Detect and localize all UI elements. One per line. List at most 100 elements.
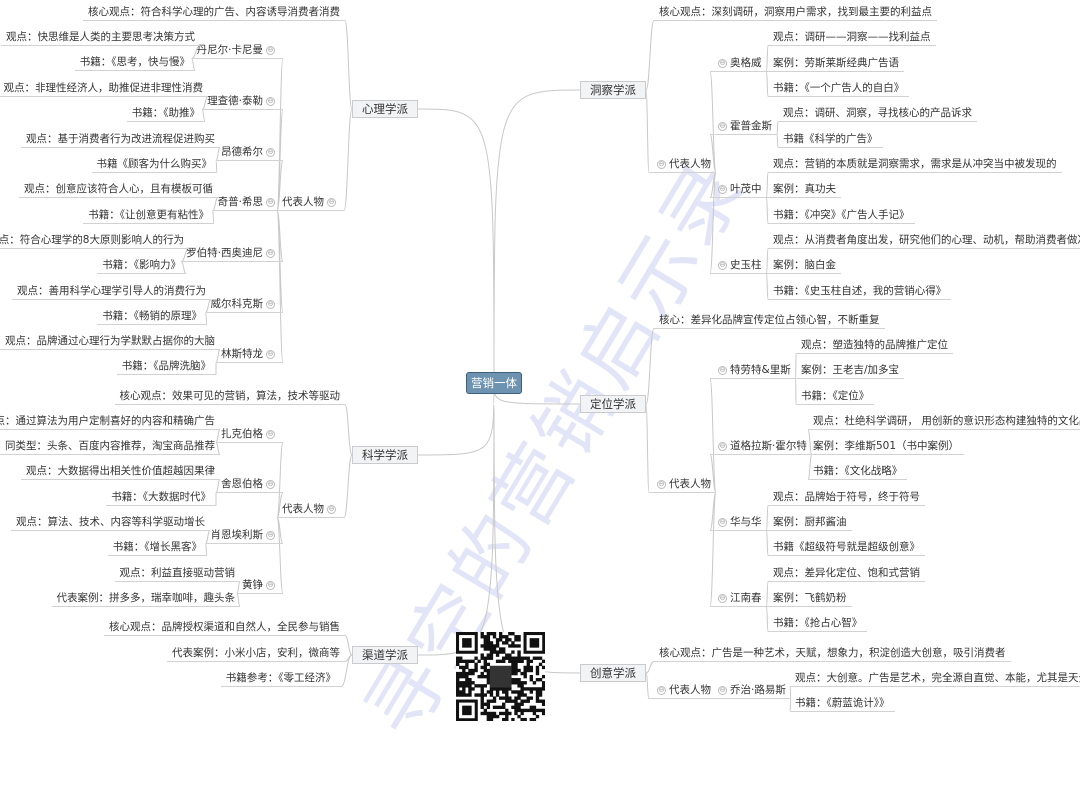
node-label: 代表人物: [669, 158, 711, 170]
leaf-node: 书籍：《大数据时代》: [106, 490, 216, 506]
leaf-node: 观点：差异化定位、饱和式营销: [768, 566, 925, 582]
collapse-icon[interactable]: ⊖: [266, 430, 275, 439]
node-label: 昂德希尔: [221, 146, 263, 158]
leaf-node: 案例：李维斯501（书中案例）: [808, 439, 964, 455]
qr-pattern: [456, 632, 545, 721]
node-label: 书籍：《思考，快与慢》: [80, 56, 190, 68]
collapse-icon[interactable]: ⊖: [718, 518, 727, 527]
leaf-node: 观点：杜绝科学调研， 用创新的意识形态构建独特的文化品牌: [808, 414, 1080, 430]
leaf-node: 核心观点：效果可见的营销，算法，技术等驱动: [115, 389, 346, 405]
node-label: 书籍参考：《零工经济》: [226, 672, 336, 684]
node-label: 核心观点：深刻调研，洞察用户需求，找到最主要的利益点: [659, 6, 932, 18]
central-topic[interactable]: 营销一体化: [466, 372, 522, 394]
collapse-icon[interactable]: ⊖: [718, 185, 727, 194]
connector-line: [418, 109, 494, 383]
branch-6[interactable]: 创意学派: [580, 664, 646, 682]
leaf-node: 书籍参考：《零工经济》: [221, 671, 341, 687]
collapse-icon[interactable]: ⊖: [266, 581, 275, 590]
topic-node: 理查德·泰勒⊖: [202, 94, 283, 110]
leaf-node: 书籍：《思考，快与慢》: [75, 55, 195, 71]
node-label: 同类型：头条、百度内容推荐，淘宝商品推荐: [5, 440, 215, 452]
leaf-node: 观点：品牌始于符号，终于符号: [768, 490, 925, 506]
leaf-node: 书籍《顾客为什么购买》: [92, 157, 218, 173]
topic-node: ⊖乔治·路易斯: [710, 683, 791, 699]
collapse-icon[interactable]: ⊖: [266, 531, 275, 540]
node-label: 林斯特龙: [221, 348, 263, 360]
collapse-icon[interactable]: ⊖: [266, 97, 275, 106]
leaf-node: 书籍《超级符号就是超级创意》: [768, 540, 925, 556]
collapse-icon[interactable]: ⊖: [266, 249, 275, 258]
topic-node: 代表人物⊖: [277, 195, 344, 211]
branch-5[interactable]: 定位学派: [580, 395, 646, 413]
node-label: 华与华: [730, 516, 762, 528]
leaf-node: 代表案例：拼多多，瑞幸咖啡，趣头条: [52, 591, 241, 607]
collapse-icon[interactable]: ⊖: [327, 505, 336, 514]
node-label: 观点：品牌始于符号，终于符号: [773, 491, 920, 503]
topic-node: 奇普·希思⊖: [213, 195, 283, 211]
leaf-node: 观点：创意应该符合人心，且有模板可循: [19, 182, 218, 198]
collapse-icon[interactable]: ⊖: [327, 198, 336, 207]
topic-node: 威尔科克斯⊖: [206, 297, 284, 313]
leaf-node: 书籍《科学的广告》: [778, 132, 883, 148]
leaf-node: 观点：基于消费者行为改进流程促进购买: [21, 132, 220, 148]
node-label: 书籍：《一个广告人的自白》: [773, 82, 904, 94]
node-label: 核心观点：效果可见的营销，算法，技术等驱动: [120, 390, 341, 402]
node-label: 特劳特&里斯: [730, 364, 791, 376]
node-label: 观点：善用科学心理学引导人的消费行为: [17, 285, 206, 297]
connector-line: [494, 383, 580, 673]
node-label: 书籍《超级符号就是超级创意》: [773, 541, 920, 553]
node-label: 核心观点：品牌授权渠道和自然人，全民参与销售: [109, 621, 340, 633]
collapse-icon[interactable]: ⊖: [266, 350, 275, 359]
collapse-icon[interactable]: ⊖: [266, 300, 275, 309]
node-label: 观点：从消费者角度出发，研究他们的心理、动机，帮助消费者做决策: [773, 234, 1080, 246]
node-label: 书籍：《品牌洗脑》: [122, 360, 211, 372]
branch-3[interactable]: 渠道学派: [352, 646, 418, 664]
topic-node: 扎克伯格⊖: [216, 427, 283, 443]
node-label: 观点：算法、技术、内容等科学驱动增长: [16, 516, 205, 528]
topic-node: 昂德希尔⊖: [216, 145, 283, 161]
collapse-icon[interactable]: ⊖: [718, 442, 727, 451]
collapse-icon[interactable]: ⊖: [657, 160, 666, 169]
topic-node: ⊖史玉柱: [710, 258, 767, 274]
leaf-node: 书籍：《影响力》: [97, 258, 186, 274]
connector-line: [646, 662, 654, 674]
node-label: 观点：通过算法为用户定制喜好的内容和精确广告: [0, 415, 215, 427]
leaf-node: 观点：品牌通过心理行为学默默占据你的大脑: [0, 334, 220, 350]
collapse-icon[interactable]: ⊖: [266, 46, 275, 55]
node-label: 代表人物: [282, 503, 324, 515]
collapse-icon[interactable]: ⊖: [266, 148, 275, 157]
collapse-icon[interactable]: ⊖: [657, 686, 666, 695]
node-label: 观点：调研、洞察，寻找核心的产品诉求: [783, 107, 972, 119]
node-label: 书籍《科学的广告》: [783, 133, 878, 145]
collapse-icon[interactable]: ⊖: [718, 59, 727, 68]
branch-1[interactable]: 心理学派: [352, 100, 418, 118]
branch-2[interactable]: 科学学派: [352, 446, 418, 464]
topic-node: 肖恩埃利斯⊖: [206, 528, 284, 544]
leaf-node: 书籍：《蔚蓝诡计》》: [790, 696, 895, 712]
node-label: 霍普金斯: [730, 120, 772, 132]
connector-line: [418, 383, 494, 655]
node-label: 代表案例：拼多多，瑞幸咖啡，趣头条: [57, 592, 236, 604]
collapse-icon[interactable]: ⊖: [266, 480, 275, 489]
collapse-icon[interactable]: ⊖: [718, 686, 727, 695]
node-label: 史玉柱: [730, 259, 762, 271]
collapse-icon[interactable]: ⊖: [718, 261, 727, 270]
branch-4[interactable]: 洞察学派: [580, 81, 646, 99]
topic-node: ⊖华与华: [710, 515, 767, 531]
collapse-icon[interactable]: ⊖: [718, 122, 727, 131]
leaf-node: 书籍：《一个广告人的自白》: [768, 81, 909, 97]
node-label: 案例：厨邦酱油: [773, 516, 847, 528]
node-label: 观点：快思维是人类的主要思考决策方式: [6, 31, 195, 43]
leaf-node: 核心观点：符合科学心理的广告、内容诱导消费者消费: [83, 5, 345, 21]
collapse-icon[interactable]: ⊖: [657, 480, 666, 489]
node-label: 案例：飞鹤奶粉: [773, 592, 847, 604]
node-label: 丹尼尔·卡尼曼: [197, 44, 263, 56]
node-label: 核心观点：广告是一种艺术，天赋，想象力，积淀创造大创意，吸引消费者: [659, 647, 1006, 659]
collapse-icon[interactable]: ⊖: [718, 594, 727, 603]
leaf-node: 观点：从消费者角度出发，研究他们的心理、动机，帮助消费者做决策: [768, 233, 1080, 249]
collapse-icon[interactable]: ⊖: [266, 198, 275, 207]
node-label: 书籍：《大数据时代》: [111, 491, 211, 503]
collapse-icon[interactable]: ⊖: [718, 366, 727, 375]
leaf-node: 案例：王老吉/加多宝: [796, 363, 904, 379]
node-label: 观点：品牌通过心理行为学默默占据你的大脑: [5, 335, 215, 347]
